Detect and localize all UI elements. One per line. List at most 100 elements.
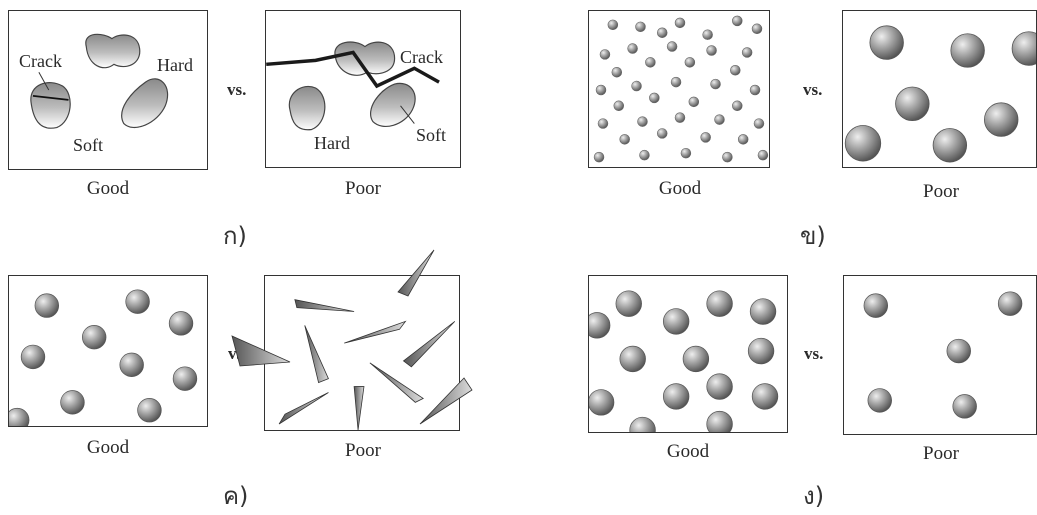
dense-particle (750, 299, 776, 325)
figure-a-good-hard-label: Hard (157, 55, 193, 76)
figure-b-good-caption: Good (659, 178, 701, 200)
figure-b-good-panel (588, 10, 770, 168)
figure-d-vs-label: vs. (804, 344, 823, 364)
dense-particle (589, 313, 610, 339)
fine-particle (754, 119, 764, 129)
fine-particle (752, 24, 762, 34)
figure-c-poor-caption: Poor (345, 440, 381, 462)
dense-particle (616, 291, 642, 317)
dense-particle (748, 338, 774, 364)
figure-a-poor-hard-label: Hard (314, 133, 350, 154)
figure-b-good-drawing (589, 11, 769, 167)
fine-particle (612, 67, 622, 77)
sparse-particle (947, 339, 971, 363)
fine-particle (645, 57, 655, 67)
fine-particle (632, 81, 642, 91)
figure-d-good-caption: Good (667, 441, 709, 463)
fine-particle (732, 101, 742, 111)
fine-particle (657, 128, 667, 138)
figure-a-good-soft-label: Soft (73, 135, 103, 156)
figure-a-vs-label: vs. (227, 80, 246, 100)
figure-d-good-panel (588, 275, 788, 433)
fine-particle (675, 18, 685, 28)
needle-particle (305, 325, 329, 382)
coarse-particle (984, 103, 1018, 137)
figure-d-label: ง) (803, 476, 824, 515)
fine-particle (750, 85, 760, 95)
fine-particle (701, 132, 711, 142)
fine-particle (649, 93, 659, 103)
needle-particle (370, 363, 423, 402)
figure-c-good-caption: Good (87, 437, 129, 459)
fine-particle (667, 42, 677, 52)
hard-phase-particle (86, 34, 140, 67)
fine-particle (742, 48, 752, 58)
dispersed-particle (169, 312, 193, 336)
fine-particle (681, 148, 691, 158)
coarse-particle (845, 126, 881, 162)
figure-c-label: ค) (223, 476, 248, 515)
figure-a-poor-panel: Crack Hard Soft (265, 10, 461, 168)
fine-particle (636, 22, 646, 32)
needle-particle (354, 387, 364, 430)
figure-d-poor-drawing (844, 276, 1036, 434)
hard-phase-particle (122, 79, 168, 128)
fine-particle (598, 119, 608, 129)
dense-particle (630, 417, 656, 432)
fine-particle (614, 101, 624, 111)
dense-particle (663, 384, 689, 410)
fine-particle (594, 152, 604, 162)
fine-particle (715, 115, 725, 125)
dense-particle (620, 346, 646, 372)
dispersed-particle (120, 353, 144, 377)
fine-particle (707, 46, 717, 56)
needle-particle (344, 321, 405, 343)
figure-a-good-drawing (9, 11, 207, 169)
needle-particle (403, 321, 454, 366)
coarse-particle (1012, 32, 1036, 66)
fine-particle (671, 77, 681, 87)
sparse-particle (998, 292, 1022, 316)
dispersed-particle (35, 294, 59, 318)
figure-a-poor-soft-label: Soft (416, 125, 446, 146)
dispersed-particle (82, 325, 106, 349)
dense-particle (707, 291, 733, 317)
figure-a-label: ก) (223, 216, 247, 255)
figure-c-vs-label: vs. (228, 344, 247, 364)
fine-particle (596, 85, 606, 95)
needle-particle (295, 300, 354, 312)
sparse-particle (864, 294, 888, 318)
figure-a-poor-caption: Poor (345, 178, 381, 200)
fine-particle (711, 79, 721, 89)
fine-particle (640, 150, 650, 160)
dense-particle (752, 384, 778, 410)
fine-particle (620, 134, 630, 144)
figure-b-label: ข) (800, 216, 826, 255)
dispersed-particle (21, 345, 45, 369)
fine-particle (703, 30, 713, 40)
dense-particle (707, 374, 733, 400)
needle-particle (279, 392, 328, 424)
dispersed-particle (126, 290, 150, 314)
fine-particle (689, 97, 699, 107)
figure-a-good-crack-label: Crack (19, 51, 62, 72)
dense-particle (707, 411, 733, 432)
hard-phase-particle (289, 86, 325, 129)
sparse-particle (953, 395, 977, 419)
figure-c-good-drawing (9, 276, 207, 426)
figure-c-poor-drawing (265, 276, 459, 430)
figure-d-poor-panel (843, 275, 1037, 435)
fine-particle (600, 50, 610, 60)
dense-particle (589, 390, 614, 416)
fine-particle (608, 20, 618, 30)
fine-particle (628, 44, 638, 54)
fine-particle (738, 134, 748, 144)
fine-particle (657, 28, 667, 38)
dense-particle (663, 309, 689, 335)
fine-particle (758, 150, 768, 160)
dense-particle (683, 346, 709, 372)
dispersed-particle (138, 398, 162, 422)
fine-particle (638, 117, 648, 127)
dispersed-particle (61, 390, 85, 414)
figure-d-good-drawing (589, 276, 787, 432)
